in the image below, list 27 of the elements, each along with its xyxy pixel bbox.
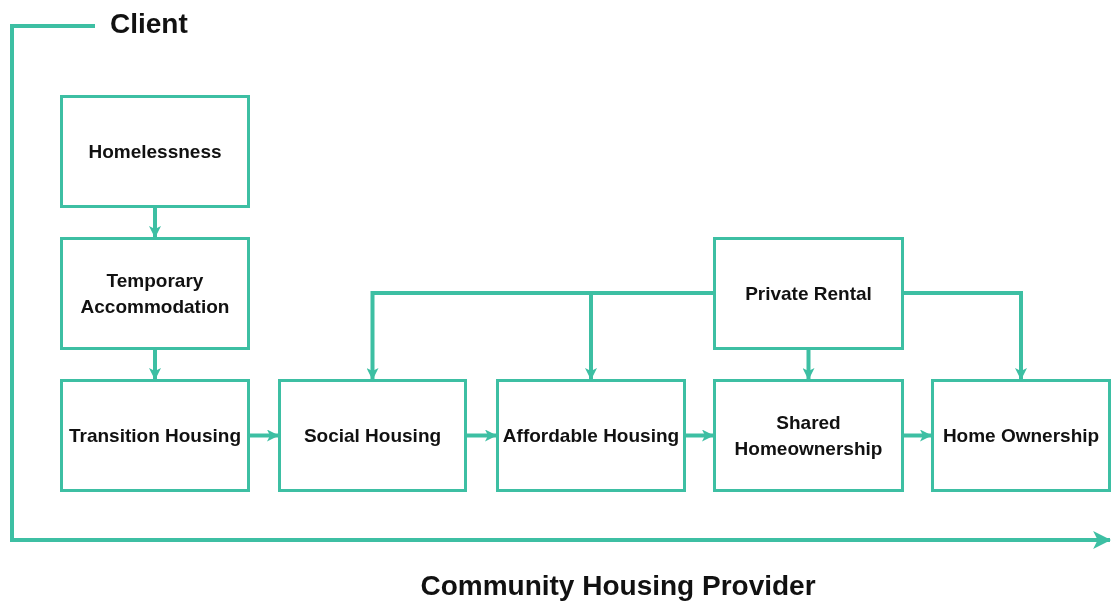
arrow bbox=[904, 291, 1027, 380]
box-label: Transition Housing bbox=[68, 423, 242, 448]
arrow bbox=[904, 429, 932, 442]
process-box bbox=[931, 379, 1111, 492]
axis-label: Client bbox=[110, 8, 188, 40]
process-box bbox=[60, 237, 250, 350]
box-label: Homelessness bbox=[88, 139, 222, 164]
process-box bbox=[713, 237, 904, 350]
process-box bbox=[496, 379, 686, 492]
arrow bbox=[585, 291, 713, 380]
arrow bbox=[467, 429, 497, 442]
box-label: Home Ownership bbox=[942, 423, 1100, 448]
axis-label: Community Housing Provider bbox=[420, 570, 816, 602]
box-label: Temporary Accommodation bbox=[79, 268, 231, 319]
arrow bbox=[802, 350, 815, 380]
box-label: Social Housing bbox=[303, 423, 442, 448]
process-box bbox=[60, 379, 250, 492]
process-box bbox=[713, 379, 904, 492]
arrow bbox=[686, 429, 714, 442]
process-box bbox=[278, 379, 467, 492]
arrow bbox=[149, 208, 161, 238]
arrow bbox=[250, 429, 279, 442]
box-label: Private Rental bbox=[745, 281, 872, 306]
process-box bbox=[60, 95, 250, 208]
box-label: Affordable Housing bbox=[502, 423, 680, 448]
arrow bbox=[149, 350, 161, 380]
box-label: Shared Homeownership bbox=[733, 410, 884, 461]
